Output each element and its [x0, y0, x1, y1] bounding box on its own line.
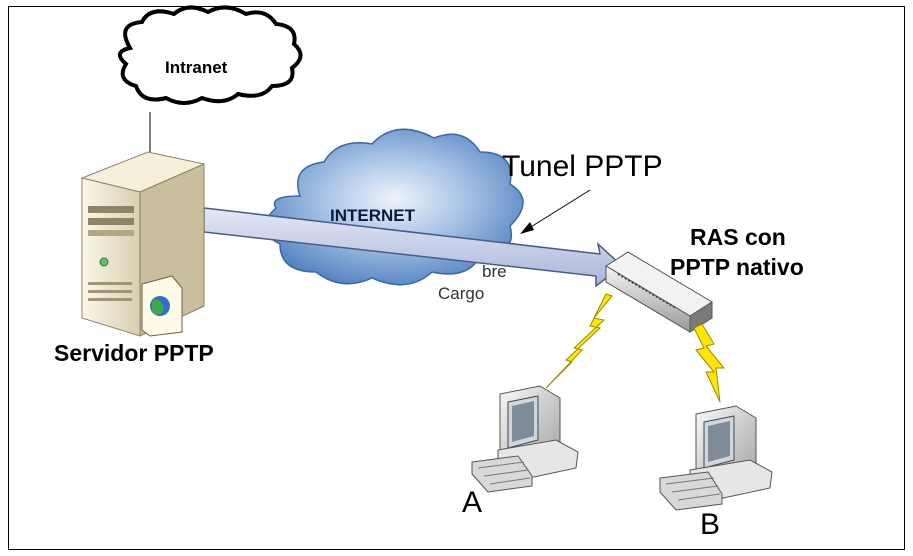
intranet-label: Intranet	[165, 58, 228, 77]
server-label: Servidor PPTP	[54, 340, 214, 366]
client-computer-b-icon	[659, 405, 773, 511]
lightning-link-b	[693, 323, 726, 403]
internet-label: INTERNET	[330, 206, 415, 225]
client-b-label: B	[700, 508, 721, 541]
ras-label-line1: RAS con	[690, 224, 786, 250]
lightning-link-a	[545, 293, 613, 389]
tunnel-pointer	[520, 189, 591, 234]
cargo-label-line1: bre	[482, 262, 507, 281]
server-tower-icon	[80, 151, 206, 337]
diagram-frame	[8, 6, 905, 550]
client-a-label: A	[462, 486, 483, 519]
client-computer-a-icon	[471, 385, 579, 493]
ras-router-icon	[605, 251, 713, 333]
intranet-cloud	[118, 5, 303, 105]
cargo-label-line2: Cargo	[438, 284, 485, 303]
tunnel-label: Tunel PPTP	[502, 150, 663, 183]
ras-label-line2: PPTP nativo	[670, 254, 804, 280]
